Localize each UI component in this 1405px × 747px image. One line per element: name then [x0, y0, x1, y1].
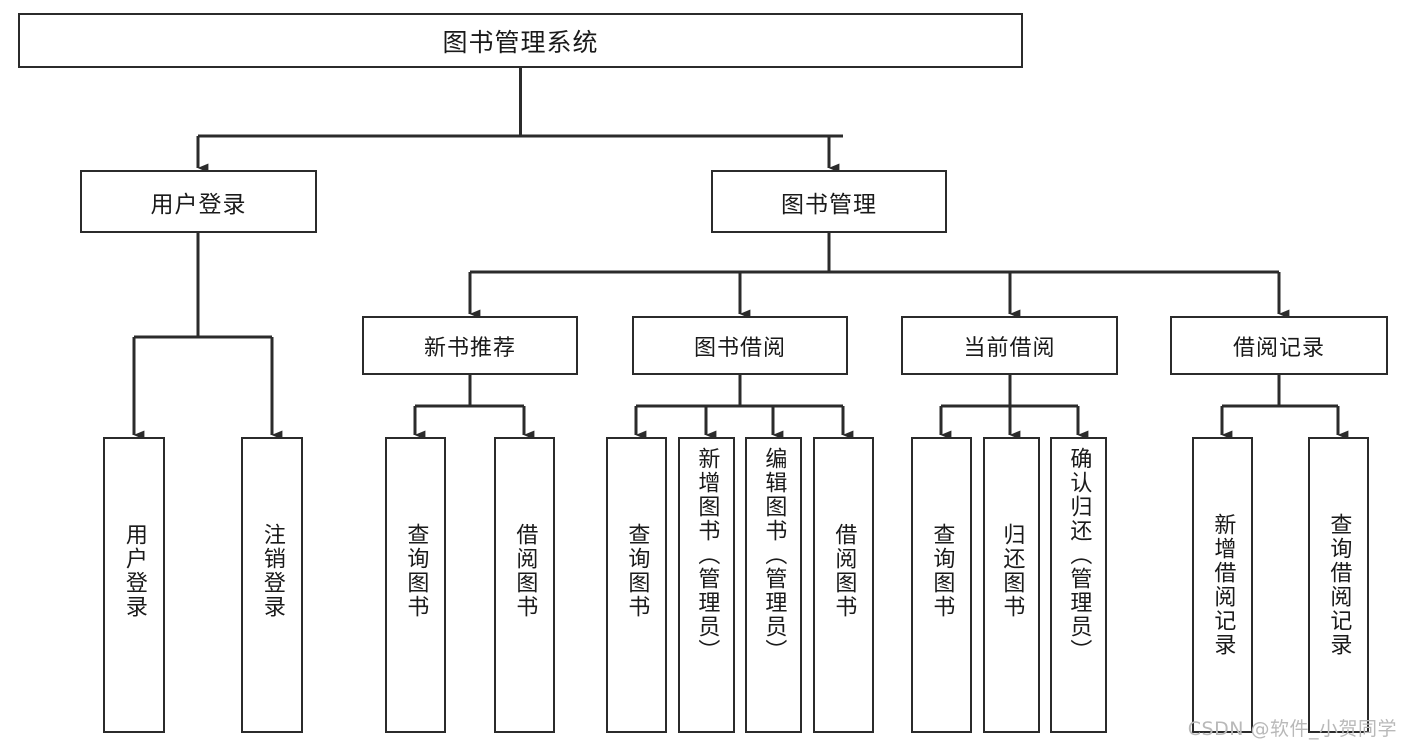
node-current-borrow[interactable]: 当前借阅 [901, 316, 1118, 375]
node-user-login[interactable]: 用户登录 [80, 170, 317, 233]
node-leaf-query-book-current[interactable]: 查询图书 [911, 437, 972, 733]
node-leaf-confirm-return-admin[interactable]: 确认归还（管理员） [1050, 437, 1107, 733]
node-label: 借阅图书 [831, 523, 857, 619]
node-label: 查询图书 [929, 523, 955, 619]
node-label: 查询图书 [624, 523, 650, 619]
node-label: 查询图书 [403, 523, 429, 619]
node-leaf-add-borrow-record[interactable]: 新增借阅记录 [1192, 437, 1253, 733]
node-label: 图书管理 [781, 191, 877, 218]
node-root-book-management-system[interactable]: 图书管理系统 [18, 13, 1023, 68]
node-label: 用户登录 [150, 191, 247, 218]
node-leaf-logout-login[interactable]: 注销登录 [241, 437, 303, 733]
node-label: 借阅图书 [512, 523, 538, 619]
node-label: 图书借阅 [693, 335, 786, 361]
node-borrow-record[interactable]: 借阅记录 [1170, 316, 1388, 375]
node-book-management[interactable]: 图书管理 [711, 170, 947, 233]
node-book-borrow[interactable]: 图书借阅 [632, 316, 848, 375]
node-label: 借阅记录 [1232, 335, 1325, 361]
node-label: 确认归还（管理员） [1066, 447, 1092, 663]
node-leaf-borrow-book-recommend[interactable]: 借阅图书 [494, 437, 555, 733]
node-leaf-query-borrow-record[interactable]: 查询借阅记录 [1308, 437, 1369, 733]
node-label: 图书管理系统 [442, 27, 599, 57]
node-leaf-query-book-recommend[interactable]: 查询图书 [385, 437, 446, 733]
node-label: 查询借阅记录 [1326, 513, 1352, 657]
node-label: 用户登录 [121, 523, 147, 619]
node-label: 新增借阅记录 [1210, 513, 1236, 657]
node-label: 归还图书 [999, 523, 1025, 619]
node-leaf-add-book-admin[interactable]: 新增图书（管理员） [678, 437, 735, 733]
node-label: 当前借阅 [963, 335, 1056, 361]
node-label: 新书推荐 [423, 335, 516, 361]
node-leaf-edit-book-admin[interactable]: 编辑图书（管理员） [745, 437, 802, 733]
node-label: 注销登录 [259, 523, 285, 619]
node-leaf-query-book-borrow[interactable]: 查询图书 [606, 437, 667, 733]
node-label: 编辑图书（管理员） [761, 447, 787, 663]
csdn-watermark: CSDN @软件_小贺同学 [1187, 718, 1397, 740]
node-leaf-borrow-book-borrow[interactable]: 借阅图书 [813, 437, 874, 733]
node-leaf-return-book[interactable]: 归还图书 [983, 437, 1040, 733]
node-label: 新增图书（管理员） [694, 447, 720, 663]
node-leaf-user-login[interactable]: 用户登录 [103, 437, 165, 733]
node-new-book-recommend[interactable]: 新书推荐 [362, 316, 578, 375]
